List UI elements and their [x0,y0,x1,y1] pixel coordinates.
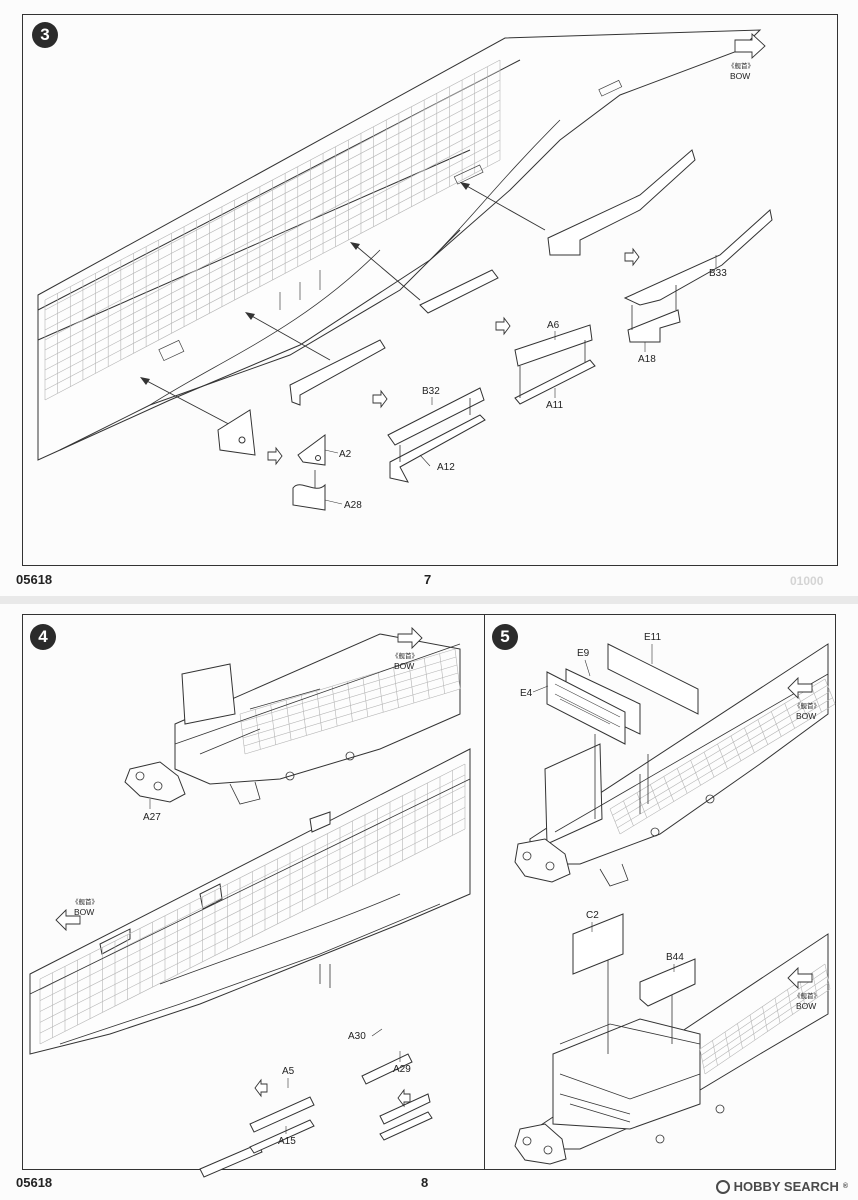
part-label-A18: A18 [638,354,656,365]
part-label-B32: B32 [422,386,440,397]
steps-4-5-frame [22,614,836,1170]
part-label-E4: E4 [520,688,533,699]
bow-caption-5a: 《舰首》 [794,701,820,710]
part-label-A5: A5 [282,1066,295,1077]
part-label-E9: E9 [577,648,590,659]
step-3-badge: 3 [32,22,58,48]
bow-label-5b: BOW [796,1001,816,1011]
bow-caption: 《舰首》 [728,61,754,70]
instruction-page-7: 3 [0,0,858,596]
bow-caption-5b: 《舰首》 [794,991,820,1000]
part-label-A11: A11 [546,400,563,411]
step-3-frame [22,14,838,566]
page-gap [0,596,858,604]
bleed-through-text: 01000 [790,574,824,588]
instruction-page-8: 4 5 [0,604,858,1200]
part-label-B33: B33 [709,268,727,279]
footer-code: 05618 [16,572,53,587]
watermark: HOBBY SEARCH® [715,1179,848,1194]
part-label-A2: A2 [339,449,352,460]
step-4-badge: 4 [30,624,56,650]
bow-label-5a: BOW [796,711,816,721]
step-5-badge: 5 [492,624,518,650]
bow-caption-4b: 《舰首》 [72,897,98,906]
part-label-A6: A6 [547,320,560,331]
bow-label-4a: BOW [394,661,414,671]
bow-label-4b: BOW [74,907,94,917]
part-label-A15: A15 [278,1136,296,1147]
step-4-5-diagram: A27 A30 A29 A5 A15 《舰首》 BOW 《舰首》 BOW [29,626,836,1178]
hobby-search-logo-icon [715,1179,730,1194]
part-label-A29: A29 [393,1064,411,1075]
watermark-mark: ® [842,1183,848,1190]
page-number: 8 [421,1175,429,1190]
step-5-number: 5 [500,627,510,646]
step-3-diagram: A2 A28 B32 A12 A6 A11 B33 A18 《舰首》 BOW [37,29,773,511]
page-number: 7 [424,572,432,587]
step-3-number: 3 [40,25,50,44]
part-label-A30: A30 [348,1031,366,1042]
bow-label: BOW [730,71,750,81]
footer-code: 05618 [16,1175,53,1190]
part-label-B44: B44 [666,952,684,963]
part-label-A12: A12 [437,462,455,473]
part-label-C2: C2 [586,910,599,921]
step-divider [484,614,485,1170]
part-label-E11: E11 [644,632,661,643]
step-4-number: 4 [38,627,48,646]
deck-grid [44,59,501,401]
part-label-A28: A28 [344,500,362,511]
bow-caption-4a: 《舰首》 [392,651,418,660]
watermark-brand: HOBBY SEARCH [733,1179,839,1194]
part-label-A27: A27 [143,812,161,823]
